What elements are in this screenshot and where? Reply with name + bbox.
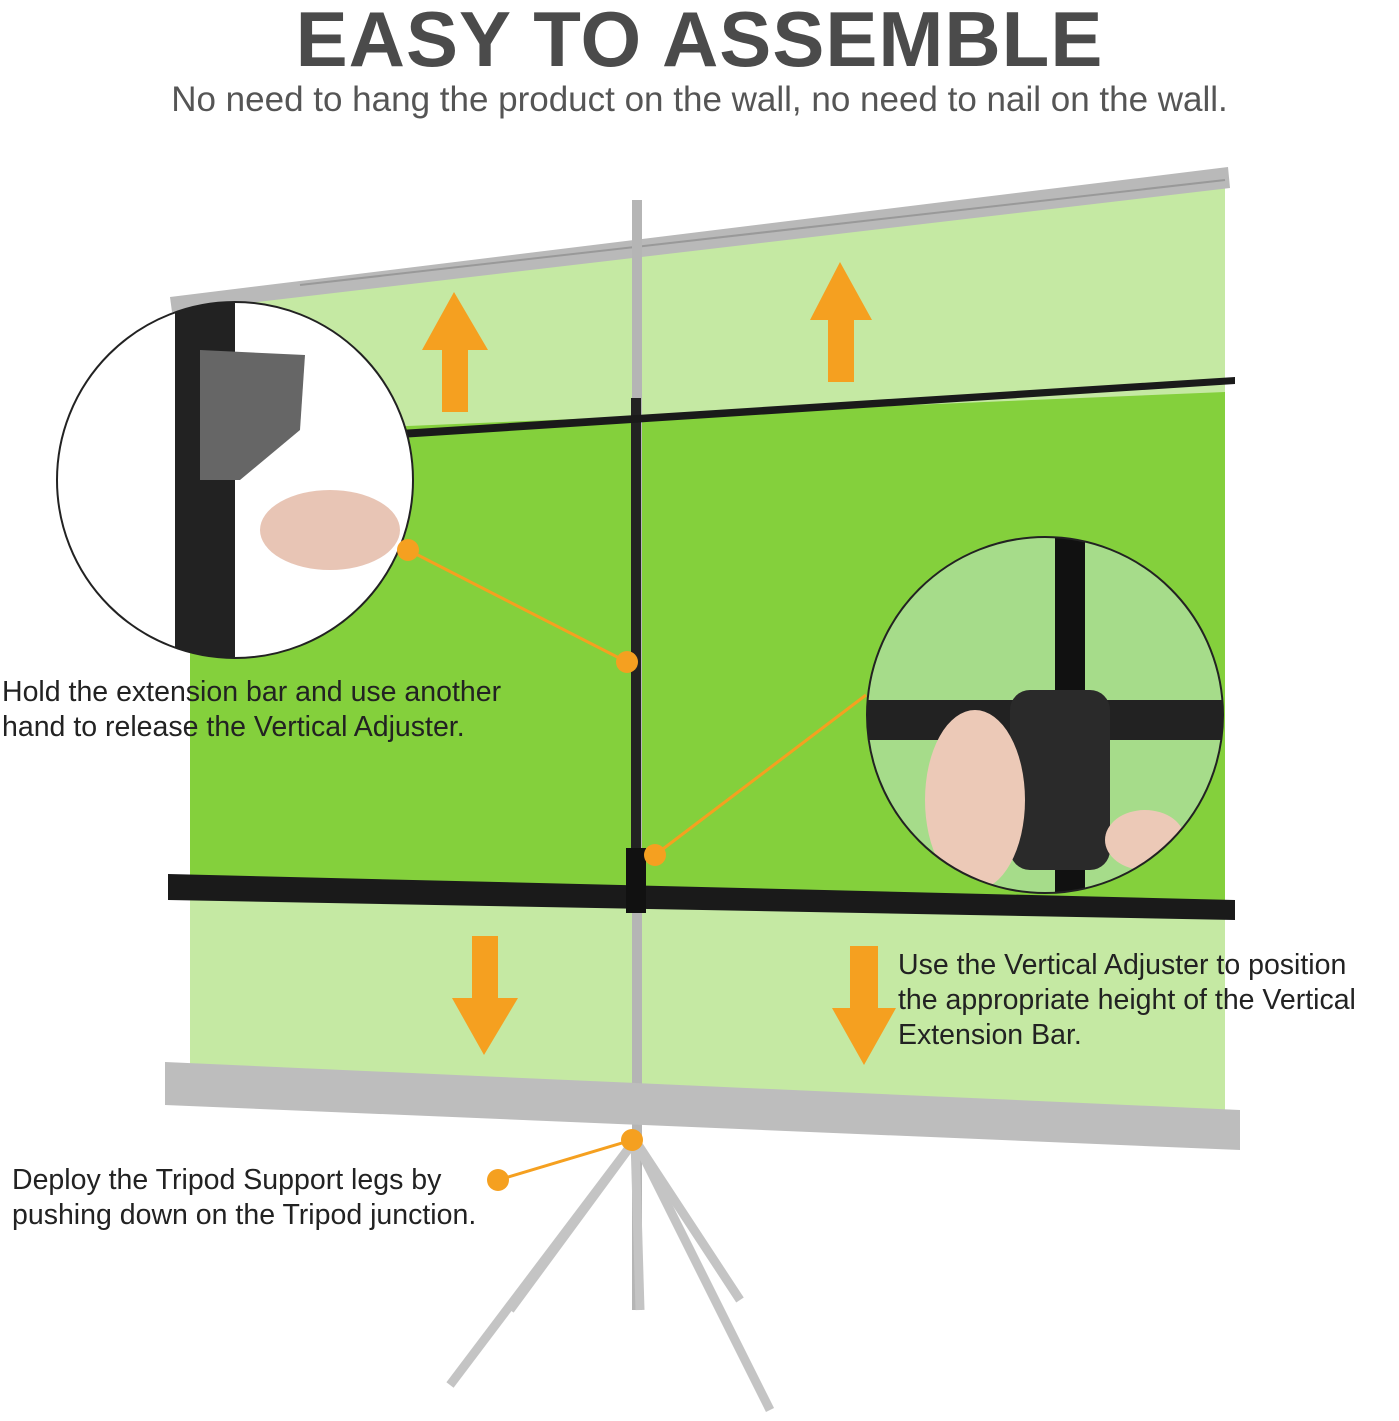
callout-adjuster: Use the Vertical Adjuster to position th… <box>898 948 1356 1053</box>
callout-line: pushing down on the Tripod junction. <box>12 1199 477 1231</box>
up-arrow-icon <box>422 262 872 412</box>
bottom-bar <box>165 1062 1240 1150</box>
callout-line: the appropriate height of the Vertical <box>898 984 1356 1016</box>
tripod <box>446 1137 775 1413</box>
page-subtitle: No need to hang the product on the wall,… <box>171 80 1228 119</box>
callout-line: Use the Vertical Adjuster to position <box>898 949 1347 981</box>
callout-line: hand to release the Vertical Adjuster. <box>2 711 465 743</box>
callout-release: Hold the extension bar and use another h… <box>2 675 501 745</box>
callout-tripod: Deploy the Tripod Support legs by pushin… <box>12 1163 476 1233</box>
lower-bar <box>168 874 1235 920</box>
vertical-adjuster <box>626 848 646 913</box>
lower-screen <box>190 900 1225 1110</box>
down-arrow-icon <box>452 936 896 1065</box>
detail-circle-adjuster <box>867 537 1223 893</box>
callout-line: Hold the extension bar and use another <box>2 676 502 708</box>
extension-bar <box>400 377 1235 438</box>
callout-line: Extension Bar. <box>898 1019 1082 1051</box>
detail-circle-release <box>57 302 413 658</box>
page-title: EASY TO ASSEMBLE <box>295 0 1104 83</box>
center-pole <box>631 398 641 898</box>
callout-dot <box>397 539 666 1191</box>
callout-line: Deploy the Tripod Support legs by <box>12 1164 442 1196</box>
